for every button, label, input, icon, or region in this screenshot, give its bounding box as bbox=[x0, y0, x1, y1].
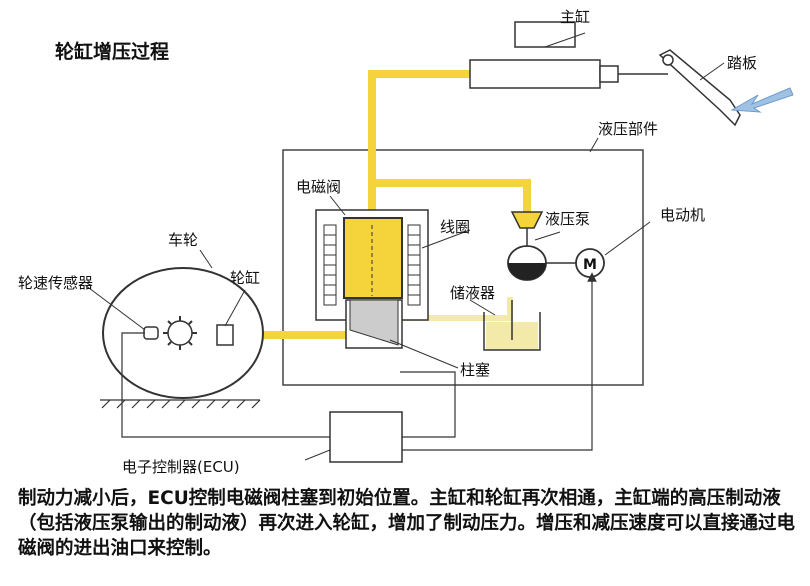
caption-text: 制动力减小后，ECU控制电磁阀柱塞到初始位置。主缸和轮缸再次相通，主缸端的高压制… bbox=[18, 488, 796, 559]
diagram-title: 轮缸增压过程 bbox=[55, 40, 169, 63]
label-coil: 线圈 bbox=[440, 218, 470, 236]
label-solenoid-valve: 电磁阀 bbox=[296, 178, 341, 196]
label-wheel-sensor: 轮速传感器 bbox=[18, 274, 93, 292]
label-wheel: 车轮 bbox=[168, 231, 198, 249]
pedal-force-arrow bbox=[730, 87, 794, 113]
leader-lines bbox=[84, 32, 725, 461]
solenoid-valve bbox=[315, 209, 429, 349]
label-pedal: 踏板 bbox=[727, 54, 757, 72]
ecu-wiring bbox=[121, 272, 597, 451]
hydraulic-unit-box bbox=[282, 149, 644, 386]
ground bbox=[100, 399, 261, 409]
label-ecu: 电子控制器(ECU) bbox=[122, 458, 240, 476]
pedal bbox=[658, 49, 741, 127]
label-hydraulic-unit: 液压部件 bbox=[598, 120, 658, 138]
master-cylinder bbox=[469, 21, 668, 89]
label-reservoir: 储液器 bbox=[450, 284, 495, 302]
reservoir bbox=[483, 300, 541, 351]
label-wheel-cylinder: 轮缸 bbox=[230, 269, 260, 287]
label-pump: 液压泵 bbox=[545, 210, 590, 228]
wheel bbox=[102, 267, 264, 399]
label-plunger: 柱塞 bbox=[460, 361, 490, 379]
motor-symbol: M bbox=[583, 257, 597, 273]
label-motor: 电动机 bbox=[660, 206, 705, 224]
pump bbox=[507, 211, 547, 281]
abs-diagram: 轮缸增压过程 bbox=[18, 8, 794, 476]
label-master-cylinder: 主缸 bbox=[560, 8, 590, 26]
ecu-box bbox=[329, 411, 403, 463]
